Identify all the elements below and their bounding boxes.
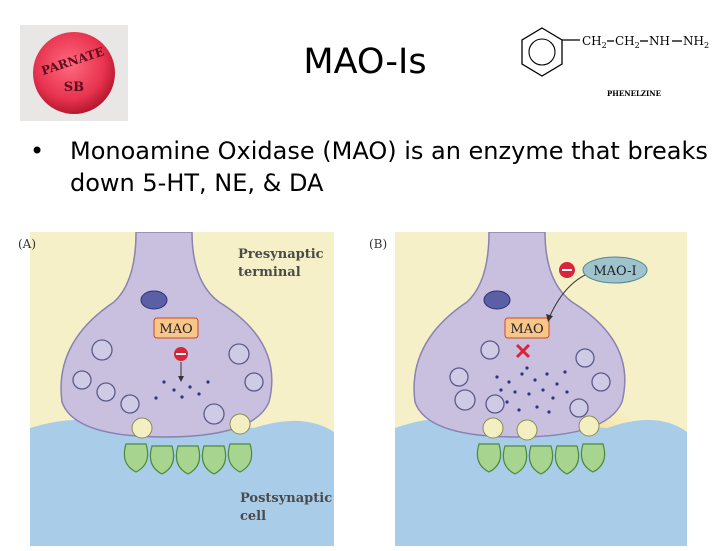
bullet-text: Monoamine Oxidase (MAO) is an enzyme tha…	[70, 137, 708, 197]
release-sites-a	[131, 413, 251, 439]
mao-i-ellipse	[582, 256, 648, 284]
formula-nh: NH	[649, 34, 670, 48]
postsynaptic-label-line2: cell	[240, 509, 266, 524]
formula-ch2-1: CH2	[582, 34, 607, 50]
formula-nh2: NH2	[683, 34, 709, 50]
synapse-panel-a: MAO (A) Presynaptic terminal Postsynapti…	[14, 231, 334, 546]
pill-image: PARNATE SB	[20, 25, 128, 121]
receptors-a	[123, 443, 253, 475]
benzene-ring	[521, 27, 563, 77]
mao-box-b	[504, 317, 550, 339]
receptors-b	[476, 443, 606, 475]
bullet-point: • Monoamine Oxidase (MAO) is an enzyme t…	[30, 135, 710, 199]
vesicles-b	[449, 340, 611, 418]
neurotransmitter-dots-a	[154, 380, 210, 400]
postsynaptic-label-line1: Postsynaptic	[240, 491, 332, 506]
mao-box-a	[153, 317, 199, 339]
benzene-inner-ring	[528, 38, 556, 66]
postsynaptic-cell-a	[30, 420, 334, 546]
formula-ch2-2: CH2	[615, 34, 640, 50]
slide-title: MAO-Is	[303, 42, 427, 82]
mitochondrion-a	[140, 290, 168, 310]
presynaptic-label-line2: terminal	[238, 265, 301, 280]
mao-i-label: MAO-I	[593, 264, 636, 279]
neurotransmitter-dots-b	[495, 366, 569, 414]
pill-tablet	[33, 32, 115, 114]
vesicles-a	[72, 339, 264, 425]
pill-imprint-bottom: SB	[64, 80, 84, 95]
blocked-x-icon	[515, 343, 531, 359]
presynaptic-label-line1: Presynaptic	[238, 247, 324, 262]
panel-b-label: (B)	[369, 237, 387, 251]
pill-photo: PARNATE SB	[20, 25, 128, 121]
mao-label-a: MAO	[159, 322, 192, 337]
panel-a-label: (A)	[18, 237, 36, 251]
phenelzine-structure: CH2 CH2 NH NH2 PHENELZINE	[512, 10, 722, 105]
synapse-panel-b: MAO MAO-I (B)	[367, 231, 687, 546]
formula-caption: PHENELZINE	[607, 89, 661, 98]
mao-label-b: MAO	[510, 322, 543, 337]
postsynaptic-cell-b	[395, 419, 687, 546]
bullet-dot: •	[30, 137, 45, 165]
release-sites-b	[482, 415, 600, 441]
mitochondrion-b	[483, 290, 511, 310]
